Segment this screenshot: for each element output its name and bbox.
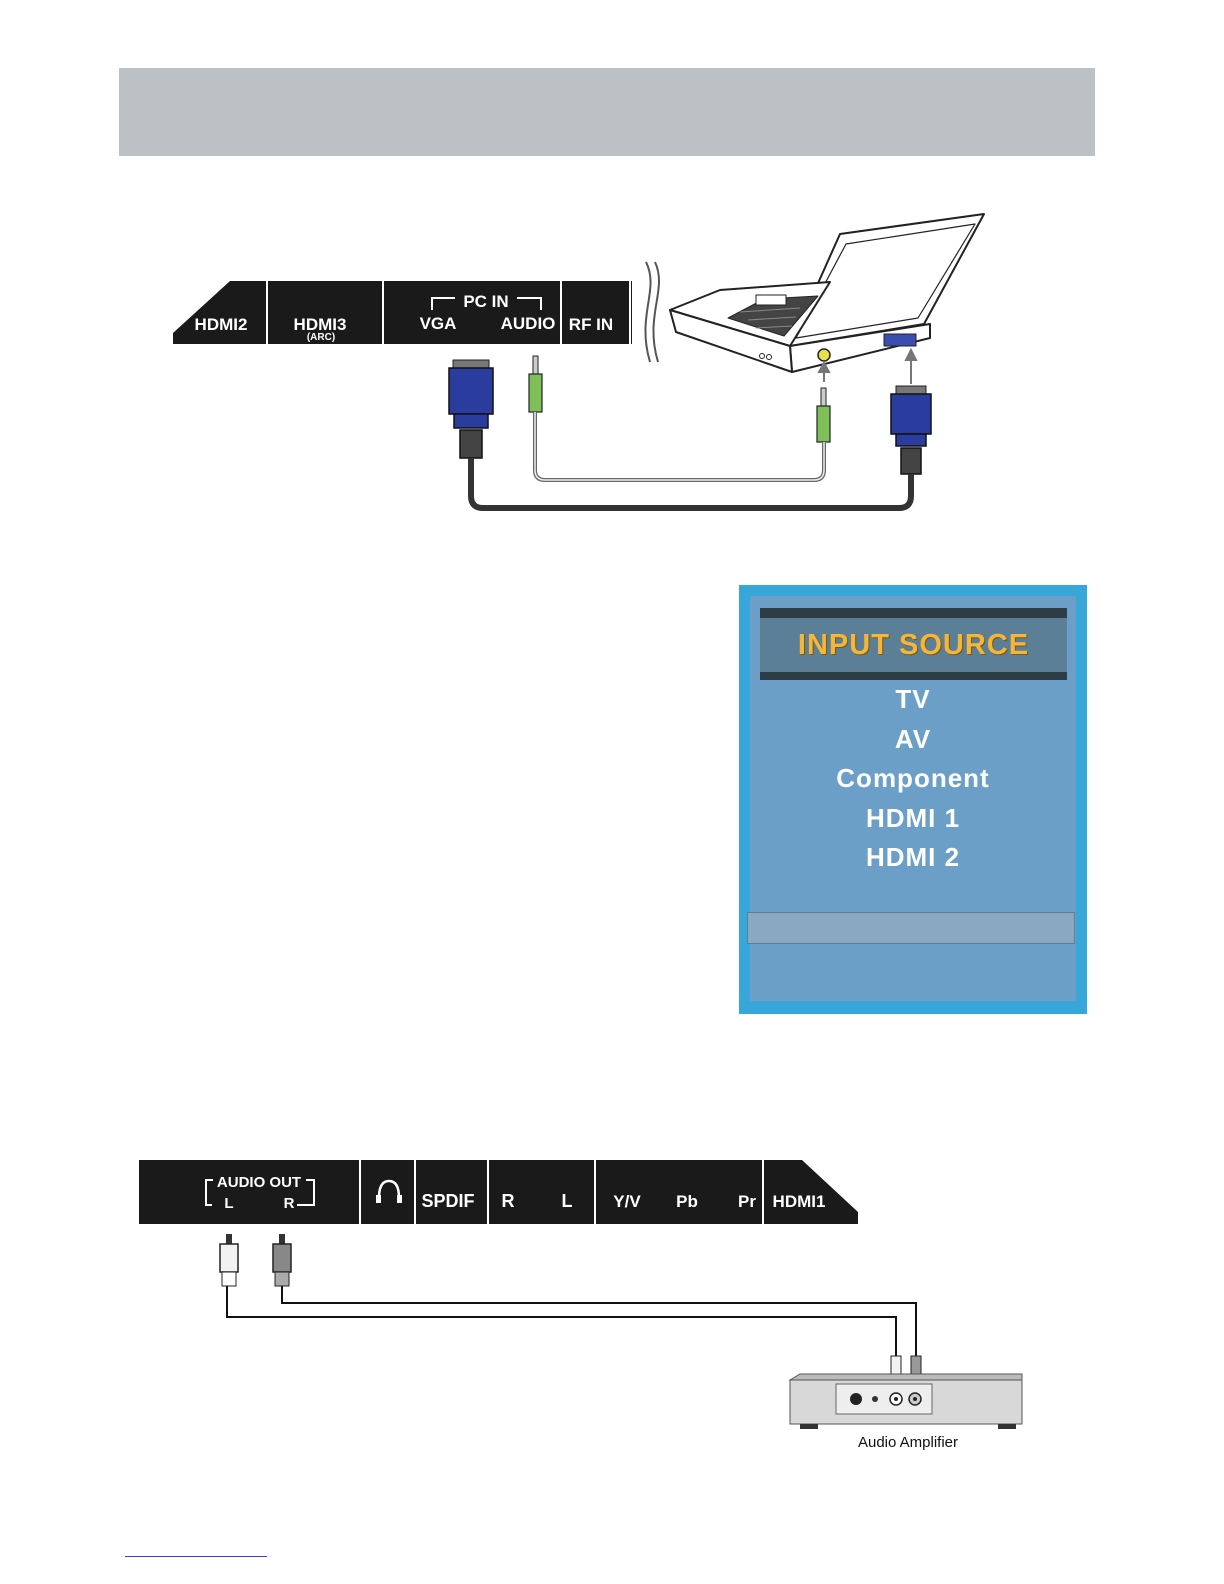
menu-item-tv[interactable]: TV: [750, 680, 1076, 720]
rf-in-label: RF IN: [569, 315, 613, 334]
pr-label: Pr: [738, 1192, 756, 1211]
top-connector-panel: HDMI2 HDMI3 (ARC) PC IN VGA AUDIO RF IN: [173, 281, 632, 344]
yv-label: Y/V: [613, 1192, 641, 1211]
vga-plug-tv: [449, 360, 493, 458]
hdmi3-arc-label: (ARC): [307, 332, 335, 343]
input-source-list: TV AV Component HDMI 1 HDMI 2: [750, 680, 1076, 878]
audio-plug-tv: [529, 356, 542, 412]
audio-out-label: AUDIO OUT: [217, 1174, 301, 1191]
input-source-title: INPUT SOURCE: [760, 618, 1067, 672]
audio-plug-laptop: [817, 388, 830, 442]
hdmi1-label: HDMI1: [773, 1192, 826, 1211]
vga-label: VGA: [420, 314, 457, 333]
bottom-connector-panel: AUDIO OUT L R SPDIF R L Y/V Pb Pr HDMI1: [139, 1160, 858, 1224]
rca-cable-left: [227, 1286, 896, 1356]
laptop-illustration: [670, 214, 984, 372]
pc-in-label: PC IN: [463, 292, 508, 311]
input-source-title-bar: INPUT SOURCE: [760, 608, 1067, 680]
audio-label: AUDIO: [501, 314, 556, 333]
menu-item-component[interactable]: Component: [750, 759, 1076, 799]
rca-plug-left-tv: [220, 1234, 238, 1286]
audio-amplifier-caption: Audio Amplifier: [838, 1434, 978, 1451]
audio-out-r-label: R: [284, 1195, 295, 1212]
menu-selection-highlight: [747, 912, 1075, 944]
panel-break-mark: [645, 262, 659, 362]
rca-cable-right: [282, 1286, 916, 1356]
input-source-menu-body: INPUT SOURCE TV AV Component HDMI 1 HDMI…: [750, 596, 1076, 1001]
audio-amplifier-illustration: [790, 1374, 1022, 1429]
audio-cable-inner: [535, 412, 824, 480]
audio-out-l-label: L: [224, 1195, 233, 1212]
vga-plug-laptop: [891, 386, 931, 474]
menu-item-hdmi1[interactable]: HDMI 1: [750, 799, 1076, 839]
footer-rule: [125, 1556, 267, 1557]
audio-cable: [535, 412, 824, 480]
hdmi2-label: HDMI2: [195, 315, 248, 334]
spdif-label: SPDIF: [421, 1191, 474, 1211]
rca-plug-right-tv: [273, 1234, 291, 1286]
audio-in-l-label: L: [562, 1191, 573, 1211]
input-source-menu: INPUT SOURCE TV AV Component HDMI 1 HDMI…: [739, 585, 1087, 1014]
audio-in-r-label: R: [502, 1191, 515, 1211]
menu-item-av[interactable]: AV: [750, 720, 1076, 760]
menu-item-hdmi2[interactable]: HDMI 2: [750, 838, 1076, 878]
pb-label: Pb: [676, 1192, 698, 1211]
